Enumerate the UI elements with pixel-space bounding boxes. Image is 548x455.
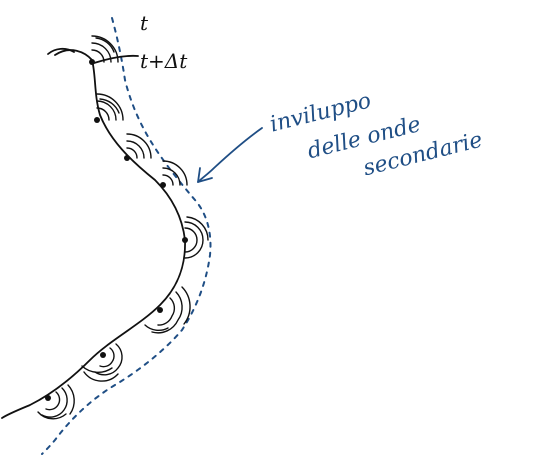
wavelet-2 xyxy=(94,94,123,123)
envelope-annotation: inviluppo delle onde secondarie xyxy=(267,64,485,200)
wavelet-6 xyxy=(145,287,190,333)
label-time-t-plus-dt: t+Δt xyxy=(140,49,188,73)
envelope-arrow xyxy=(198,128,262,182)
wavefront-t xyxy=(2,50,185,418)
wavelet-5 xyxy=(182,217,208,258)
wavelet-3 xyxy=(124,134,151,161)
label-leader-line xyxy=(94,56,138,63)
label-time-t: t xyxy=(140,11,149,35)
